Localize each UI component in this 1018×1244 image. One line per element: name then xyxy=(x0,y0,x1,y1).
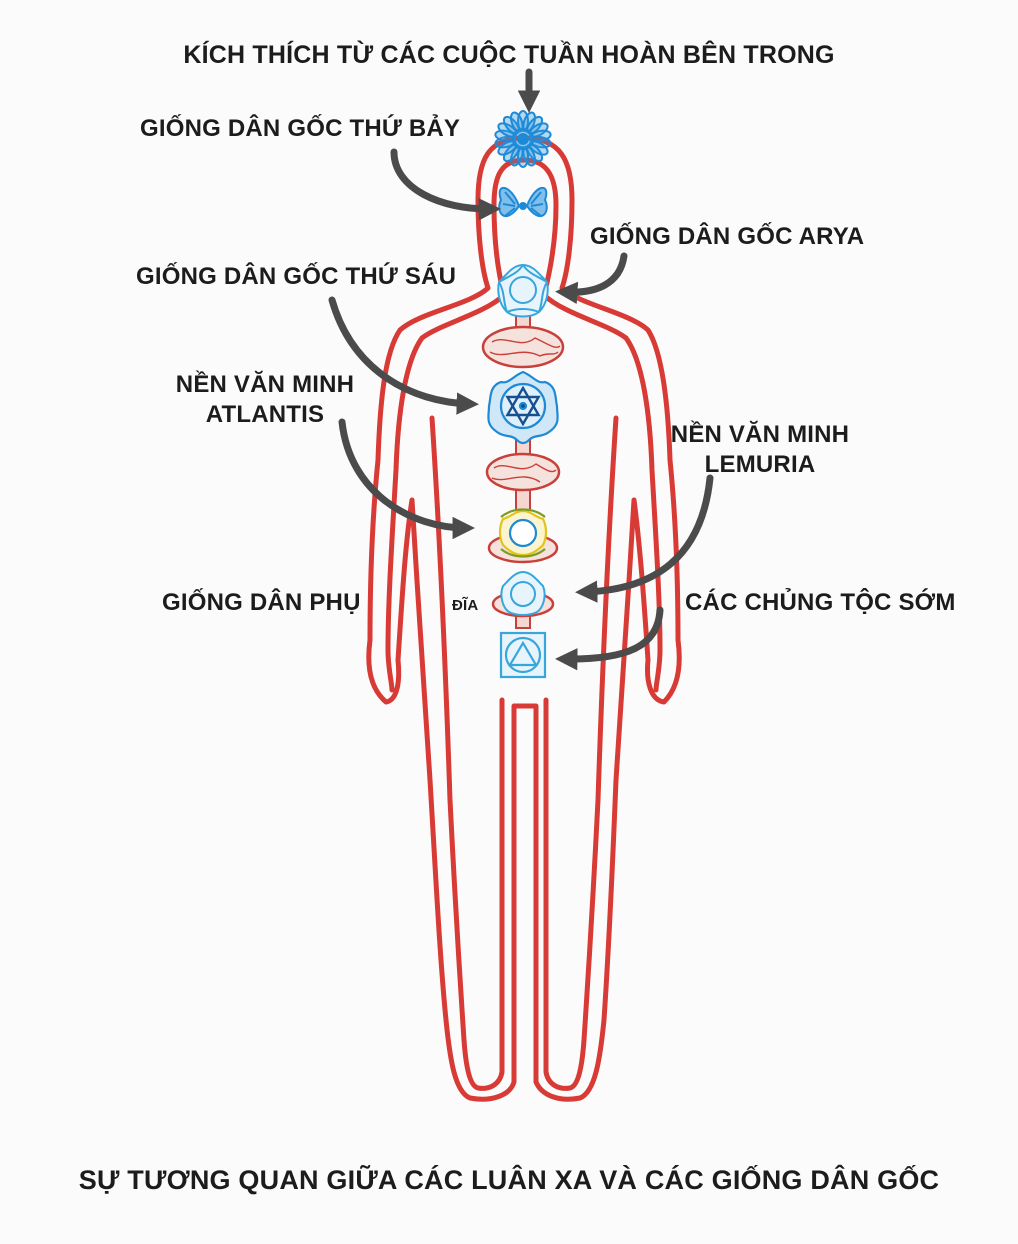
solar-plexus-chakra xyxy=(498,508,548,558)
caption: SỰ TƯƠNG QUAN GIỮA CÁC LUÂN XA VÀ CÁC GI… xyxy=(78,1165,940,1195)
arrow-early xyxy=(555,606,664,671)
label-lemuria-line-1: NỀN VĂN MINH xyxy=(670,421,850,448)
label-seventh-root-race: GIỐNG DÂN GỐC THỨ BẢY xyxy=(140,115,461,142)
label-lemuria-line-2: LEMURIA xyxy=(704,451,816,478)
disc-1 xyxy=(481,325,565,369)
two-petal-lotus-icon xyxy=(498,187,548,218)
square-triangle-icon xyxy=(499,631,547,679)
body-outline-inner xyxy=(385,157,663,1091)
label-sub-race: GIỐNG DÂN PHỤ xyxy=(162,589,361,616)
heart-chakra xyxy=(487,370,559,445)
label-sixth-root-race: GIỐNG DÂN GỐC THỨ SÁU xyxy=(136,263,457,290)
label-inner-rounds-stimulus: KÍCH THÍCH TỪ CÁC CUỘC TUẦN HOÀN BÊN TRO… xyxy=(183,41,835,69)
lotus-circle-icon xyxy=(497,263,549,318)
arrow-arya xyxy=(555,252,628,305)
label-lemuria: NỀN VĂN MINH LEMURIA xyxy=(665,420,855,480)
arrow-sixth xyxy=(328,296,479,415)
label-arya-root-race: GIỐNG DÂN GỐC ARYA xyxy=(590,223,865,250)
label-early-races: CÁC CHỦNG TỘC SỚM xyxy=(685,589,956,616)
yellow-lotus-icon xyxy=(498,508,548,558)
lotus-hexagram-icon xyxy=(487,370,559,445)
arrow-atlantis xyxy=(338,418,475,540)
arrow-lemuria xyxy=(575,474,714,603)
arrow-group xyxy=(328,68,714,671)
third-eye-chakra xyxy=(498,187,548,218)
label-disc: ĐĨA xyxy=(452,597,479,614)
throat-chakra xyxy=(497,263,549,318)
disc-2 xyxy=(485,452,561,492)
thousand-petal-lotus-icon xyxy=(494,110,552,168)
crown-chakra xyxy=(494,110,552,168)
sacral-chakra xyxy=(500,570,546,616)
body-outline-outer xyxy=(366,135,682,1102)
label-atlantis-line-1: NỀN VĂN MINH xyxy=(175,371,355,398)
label-atlantis-line-2: ATLANTIS xyxy=(205,401,325,428)
arrow-seventh xyxy=(390,148,501,221)
lotus-circle-icon xyxy=(500,570,546,616)
label-atlantis: NỀN VĂN MINH ATLANTIS xyxy=(165,370,365,430)
root-chakra xyxy=(499,631,547,679)
body-outline xyxy=(366,135,682,1102)
